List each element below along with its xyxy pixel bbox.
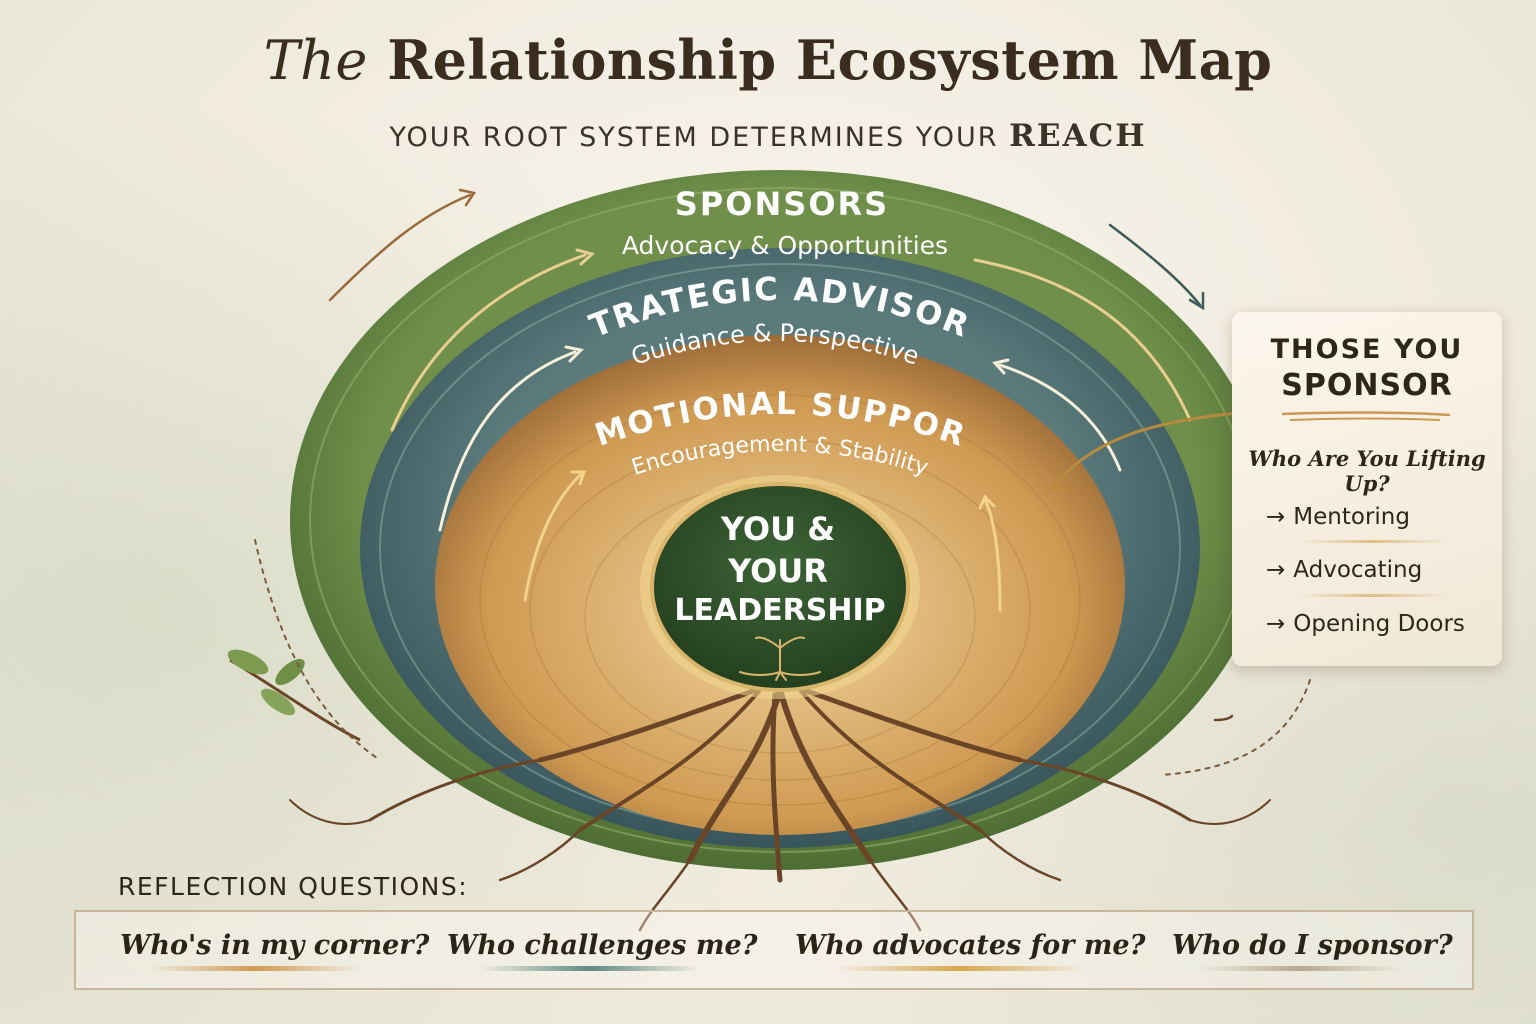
ring-sponsors-subtitle: Advocacy & Opportunities [622, 231, 948, 260]
title-main: Relationship Ecosystem Map [387, 28, 1273, 92]
sponsor-item-label: Opening Doors [1293, 611, 1465, 637]
sponsor-card-question: Who Are You Lifting Up? [1248, 446, 1486, 496]
arrow-right-icon: → [1266, 557, 1286, 583]
title-prefix: The [263, 29, 368, 92]
center-line3: LEADERSHIP [674, 593, 885, 628]
reflection-question: Who challenges me? [447, 930, 758, 961]
sponsor-card: THOSE YOU SPONSOR Who Are You Lifting Up… [1232, 312, 1502, 666]
page-title: The Relationship Ecosystem Map [0, 28, 1536, 92]
ring-sponsors-title: SPONSORS [675, 185, 889, 223]
sponsor-item-underline [1298, 594, 1448, 597]
sponsor-item-mentoring: → Mentoring [1266, 504, 1410, 530]
arrow-right-icon: → [1266, 611, 1286, 637]
sponsor-item-underline [1298, 540, 1448, 543]
ring-emotional-grain [479, 394, 1081, 806]
sponsor-item-opening-doors: → Opening Doors [1266, 611, 1465, 637]
page-subtitle: YOUR ROOT SYSTEM DETERMINES YOUR REACH [0, 118, 1536, 154]
subtitle-emphasis: REACH [1009, 118, 1147, 154]
sponsor-item-advocating: → Advocating [1266, 557, 1422, 583]
center-circle [650, 482, 910, 692]
outer-flow-arrows [254, 188, 1311, 776]
center-line2: YOUR [727, 552, 828, 590]
sponsor-card-underline [1281, 411, 1451, 421]
arrow-right-icon: → [1266, 504, 1286, 530]
sponsor-card-title-line2: SPONSOR [1281, 368, 1453, 403]
leaf-sprig [227, 649, 361, 742]
reflection-label: REFLECTION QUESTIONS: [118, 872, 469, 901]
reflection-question: Who advocates for me? [795, 930, 1146, 961]
reflection-underline [835, 966, 1085, 971]
reflection-underline [480, 966, 700, 971]
reflection-question: Who's in my corner? [120, 930, 430, 961]
reflection-underline [150, 966, 360, 971]
sponsor-item-label: Advocating [1293, 557, 1423, 583]
sponsor-item-label: Mentoring [1293, 504, 1410, 530]
sponsor-card-title-line1: THOSE YOU [1270, 334, 1464, 365]
tree-icon [739, 636, 821, 681]
roots [289, 682, 1271, 932]
ring-emotional-grain [529, 439, 1031, 781]
reflection-underline [1200, 966, 1400, 971]
reflection-box [74, 910, 1474, 990]
ring-arrows [390, 248, 1192, 612]
subtitle-main: YOUR ROOT SYSTEM DETERMINES YOUR [389, 122, 999, 153]
reflection-question: Who do I sponsor? [1172, 930, 1453, 961]
center-line1: YOU & [720, 510, 835, 548]
